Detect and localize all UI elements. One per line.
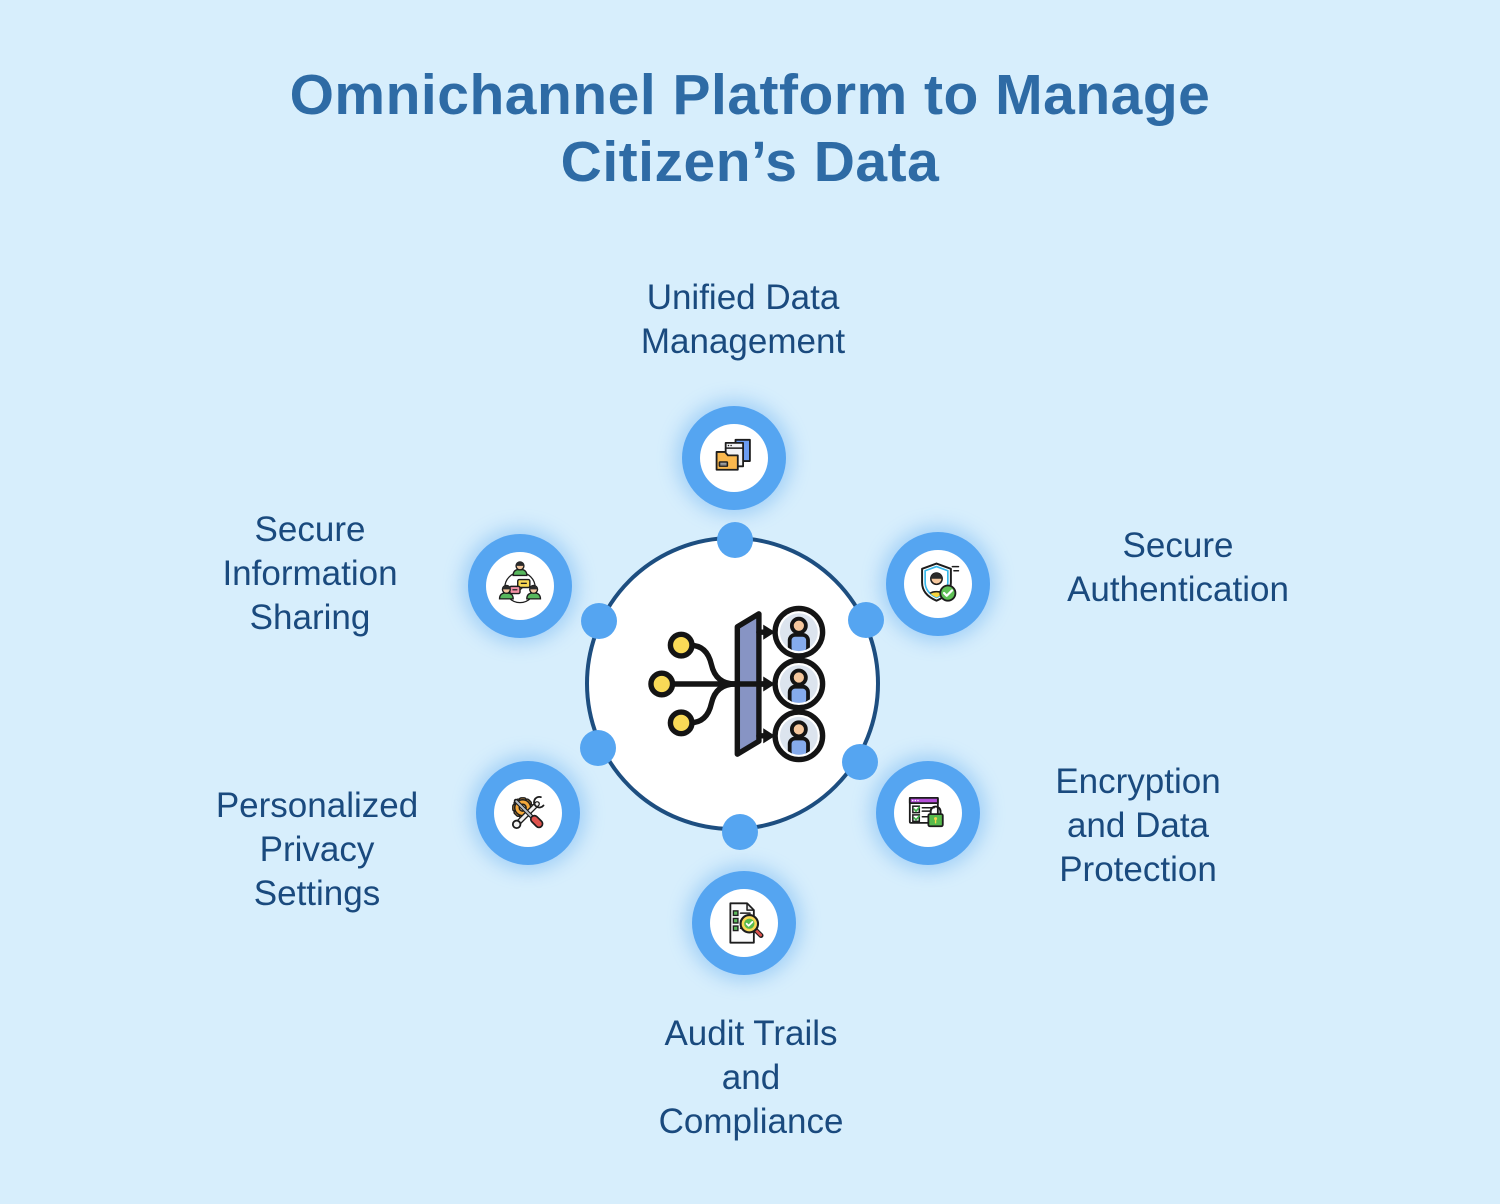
central-hub-circle — [585, 536, 880, 831]
people-chat-icon — [498, 561, 542, 604]
node-unified-data-management — [682, 406, 786, 510]
gear-tools-icon — [511, 795, 545, 830]
page-title: Omnichannel Platform to Manage Citizen’s… — [289, 63, 1211, 194]
node-label-audit-trails-compliance: Audit Trails and Compliance — [658, 1014, 844, 1141]
document-magnifier-icon — [729, 902, 764, 944]
node-icon-circle — [494, 779, 562, 847]
connector-dot-upper-right — [848, 602, 884, 638]
checklist-padlock-icon — [908, 796, 944, 828]
connector-dot-upper-left — [581, 603, 617, 639]
node-icon-circle — [486, 552, 554, 620]
node-personalized-privacy-settings — [476, 761, 580, 865]
node-label-unified-data-management: Unified Data Management — [640, 278, 846, 361]
node-label-secure-information-sharing: Secure Information Sharing — [222, 510, 398, 637]
node-label-personalized-privacy-settings: Personalized Privacy Settings — [215, 786, 419, 913]
node-secure-information-sharing — [468, 534, 572, 638]
node-secure-authentication — [886, 532, 990, 636]
node-icon-circle — [904, 550, 972, 618]
node-icon-circle — [894, 779, 962, 847]
node-icon-circle — [710, 889, 778, 957]
folder-documents-icon — [715, 438, 751, 471]
node-label-encryption-data-protection: Encryption and Data Protection — [1055, 762, 1221, 889]
connector-dot-lower-left — [580, 730, 616, 766]
connector-dot-lower-right — [842, 744, 878, 780]
node-label-secure-authentication: Secure Authentication — [1067, 526, 1289, 609]
node-encryption-data-protection — [876, 761, 980, 865]
shield-user-check-icon — [921, 562, 960, 602]
node-icon-circle — [700, 424, 768, 492]
connector-dot-top — [717, 522, 753, 558]
node-audit-trails-compliance — [692, 871, 796, 975]
data-distribution-icon — [647, 605, 825, 762]
connector-dot-bottom — [722, 814, 758, 850]
